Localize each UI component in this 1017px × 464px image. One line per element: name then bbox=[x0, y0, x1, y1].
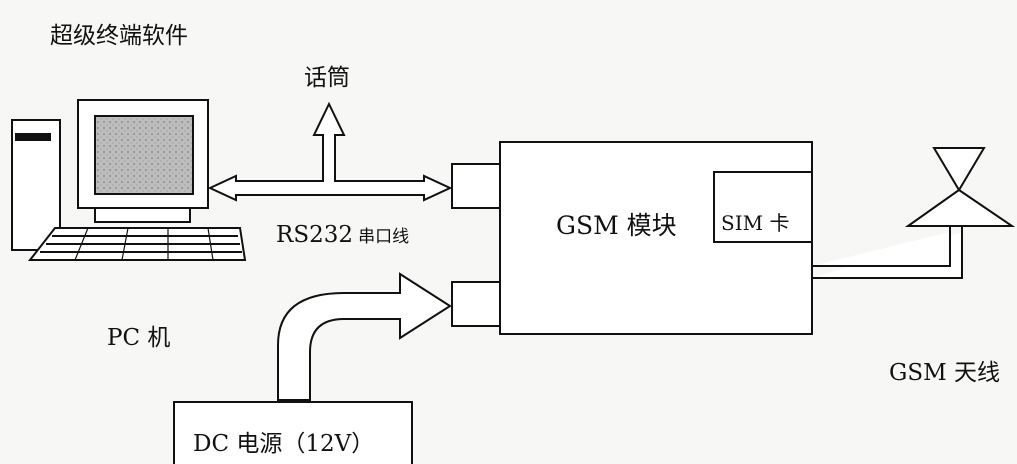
sim-card-label: SIM 卡 bbox=[721, 207, 789, 236]
serial-cable-label-sub: 串口线 bbox=[358, 227, 409, 247]
antenna-top bbox=[934, 148, 984, 190]
software-label: 超级终端软件 bbox=[50, 16, 188, 50]
pc-monitor-screen bbox=[95, 116, 193, 194]
power-cable-arrow bbox=[278, 274, 450, 400]
pc-monitor-stand bbox=[95, 208, 190, 222]
pc-tower-drive bbox=[16, 134, 50, 140]
gsm-module-label: GSM 模块 bbox=[556, 206, 677, 242]
pc-label: PC 机 bbox=[107, 318, 170, 352]
serial-cable-label-main: RS232 bbox=[276, 222, 353, 248]
mic-label: 话筒 bbox=[304, 58, 350, 92]
serial-cable bbox=[210, 104, 450, 200]
pc-icon bbox=[12, 100, 245, 260]
antenna-icon bbox=[812, 148, 1012, 278]
power-connector bbox=[452, 282, 500, 326]
antenna-label: GSM 天线 bbox=[889, 353, 1000, 387]
power-cable bbox=[278, 274, 450, 400]
antenna-reflector bbox=[908, 190, 1012, 226]
serial-cable-label: RS232 串口线 bbox=[276, 222, 409, 248]
serial-connector bbox=[452, 164, 500, 208]
power-supply-label: DC 电源（12V） bbox=[193, 424, 374, 458]
serial-cable-arrow bbox=[210, 104, 450, 200]
antenna-feed-line bbox=[812, 232, 962, 278]
